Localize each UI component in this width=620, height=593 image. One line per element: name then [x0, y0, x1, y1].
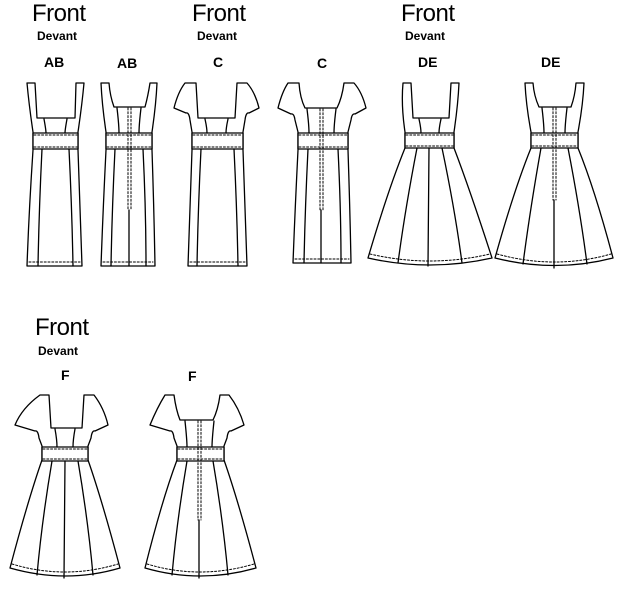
view-label-f-front: F [61, 367, 70, 383]
view-label-de-back: DE [541, 54, 561, 70]
group-1-front-title: Front [32, 0, 86, 27]
view-label-c-back: C [317, 55, 328, 71]
view-label-c-front: C [213, 54, 224, 70]
group-2-front-title: Front [192, 0, 246, 27]
view-label-ab-front: AB [44, 54, 65, 70]
dress-ab-front [26, 82, 85, 267]
group-3-devant-subtitle: Devant [405, 29, 446, 43]
dress-c-front [173, 82, 260, 267]
view-label-f-back: F [188, 368, 197, 384]
dress-de-back [494, 82, 614, 269]
dress-f-back [144, 394, 257, 579]
dress-c-back [277, 82, 367, 264]
dress-ab-back [100, 82, 158, 267]
group-4-devant-subtitle: Devant [38, 344, 79, 358]
view-label-ab-back: AB [117, 55, 138, 71]
group-4-front-title: Front [35, 314, 89, 341]
group-1-devant-subtitle: Devant [37, 29, 78, 43]
group-2-devant-subtitle: Devant [197, 29, 238, 43]
dress-de-front [367, 82, 493, 267]
group-3-front-title: Front [401, 0, 455, 27]
dress-f-front [9, 394, 121, 579]
view-label-de-front: DE [418, 54, 438, 70]
